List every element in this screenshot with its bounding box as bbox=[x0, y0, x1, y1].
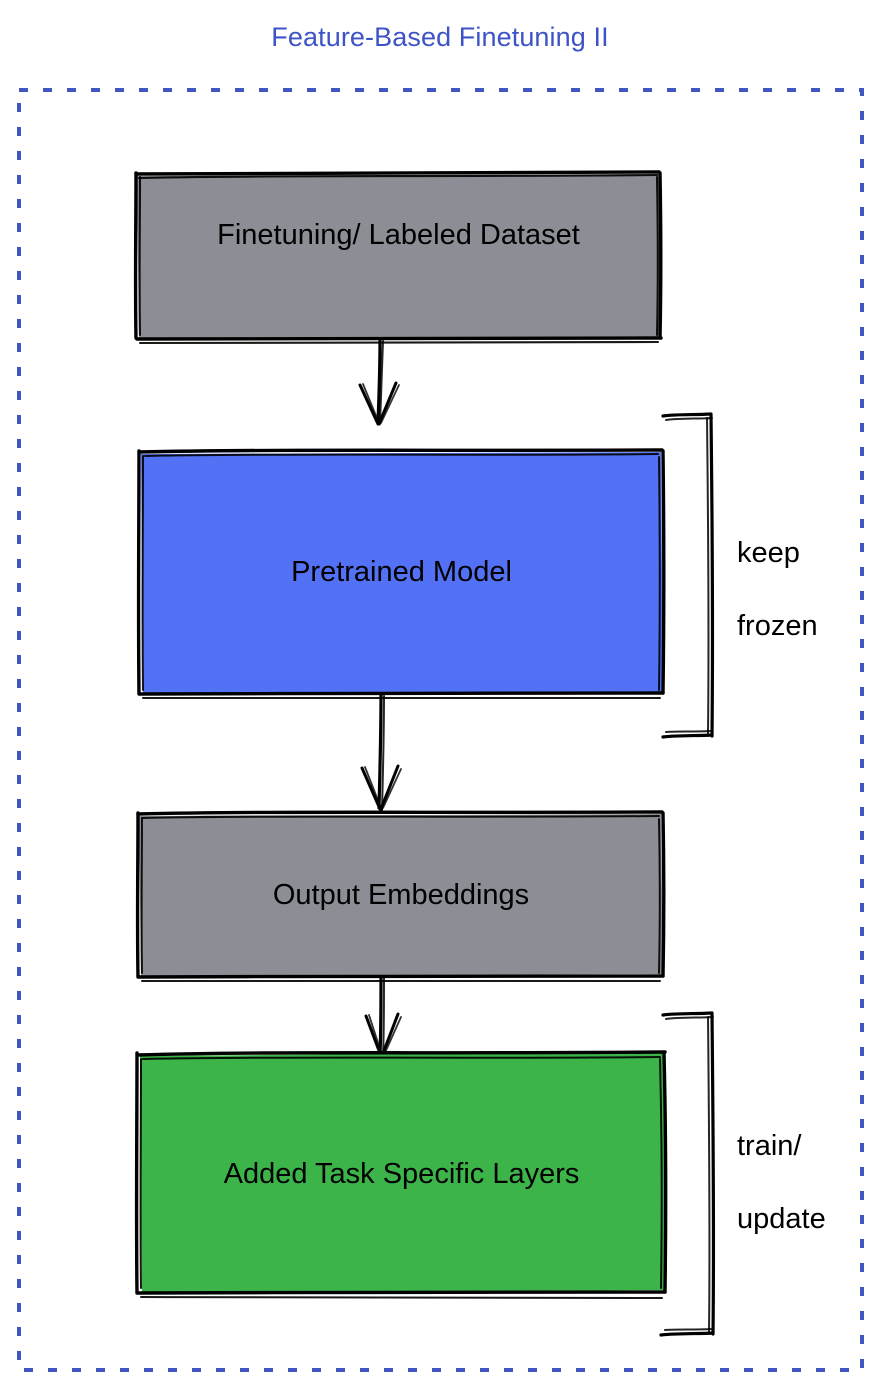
node-edge-top-2 bbox=[144, 453, 659, 457]
node-finetuning-dataset[interactable] bbox=[133, 170, 663, 345]
node-label-output-embeddings: Output Embeddings bbox=[272, 879, 530, 911]
node-fill bbox=[141, 452, 663, 694]
dashed-outer-frame bbox=[17, 88, 864, 1372]
node-edge-right-2 bbox=[658, 818, 661, 974]
annotation-train-update-line2: update bbox=[737, 1202, 826, 1235]
node-fill bbox=[139, 814, 663, 976]
page-title: Feature-Based Finetuning II bbox=[271, 22, 609, 52]
arrow-embeddings-to-layers bbox=[364, 976, 402, 1058]
node-edge-right bbox=[661, 449, 666, 695]
node-label-finetuning-dataset: Finetuning/ Labeled Dataset bbox=[217, 219, 580, 251]
node-edge-right-2 bbox=[655, 175, 659, 337]
node-edge-bottom bbox=[138, 691, 665, 696]
arrow-dataset-to-model bbox=[358, 339, 400, 426]
bracket-train-update bbox=[659, 1011, 716, 1337]
annotation-keep-frozen-line1: keep bbox=[737, 536, 800, 569]
node-edge-top-2 bbox=[141, 815, 660, 819]
node-edge-bottom bbox=[135, 336, 663, 341]
node-edge-top bbox=[134, 170, 661, 176]
annotation-train-update: train/ update bbox=[737, 1091, 826, 1274]
node-edge-bottom bbox=[137, 974, 665, 979]
node-pretrained-model[interactable] bbox=[136, 448, 666, 700]
node-edge-bottom-2 bbox=[138, 340, 660, 345]
node-edge-right-2 bbox=[659, 1058, 663, 1289]
node-fill bbox=[137, 174, 661, 340]
node-edge-top-2 bbox=[137, 173, 659, 180]
node-label-pretrained-model: Pretrained Model bbox=[291, 556, 512, 588]
node-label-added-task-specific-layers: Added Task Specific Layers bbox=[223, 1158, 580, 1190]
node-edge-right bbox=[661, 811, 666, 978]
annotation-keep-frozen-line2: frozen bbox=[737, 609, 818, 642]
node-edge-right bbox=[662, 1051, 668, 1294]
node-edge-top-2 bbox=[142, 1056, 661, 1060]
node-added-task-specific-layers[interactable] bbox=[134, 1050, 668, 1300]
node-edge-top bbox=[136, 810, 664, 816]
node-edge-right-2 bbox=[658, 456, 661, 691]
node-output-embeddings[interactable] bbox=[135, 810, 666, 983]
node-edge-right bbox=[658, 171, 663, 340]
arrow-model-to-embeddings bbox=[360, 693, 402, 811]
node-edge-bottom bbox=[136, 1290, 667, 1295]
node-fill bbox=[140, 1052, 666, 1294]
node-edge-bottom-2 bbox=[140, 1296, 663, 1300]
node-edge-top bbox=[136, 1050, 667, 1057]
annotation-train-update-line1: train/ bbox=[737, 1129, 802, 1162]
node-edge-top bbox=[137, 448, 664, 454]
annotation-keep-frozen: keep frozen bbox=[737, 498, 818, 681]
bracket-keep-frozen bbox=[661, 412, 715, 739]
